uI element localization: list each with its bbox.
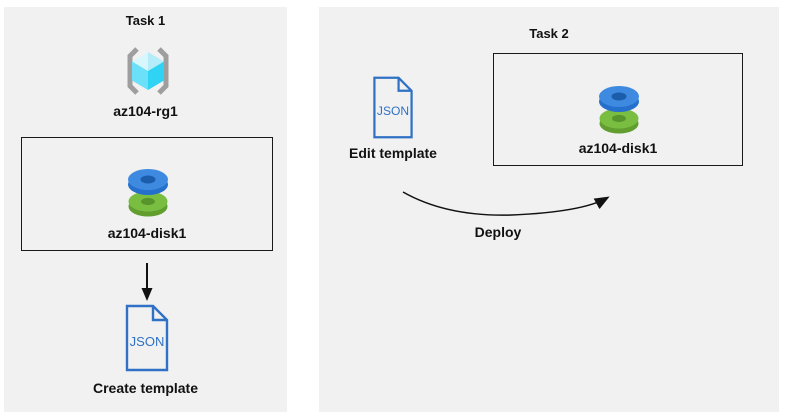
- edit-template-label: Edit template: [349, 145, 437, 161]
- managed-disk-icon: [596, 85, 642, 135]
- create-template-label: Create template: [92, 380, 199, 396]
- resource-group-icon: [120, 46, 176, 96]
- deploy-label: Deploy: [474, 224, 522, 240]
- json-file-icon: JSON: [122, 303, 172, 373]
- task1-title: Task 1: [125, 13, 166, 28]
- json-file-text: JSON: [377, 104, 409, 118]
- json-file-icon: JSON: [369, 75, 417, 140]
- task2-disk-box: az104-disk1: [493, 53, 743, 166]
- task1-panel: Task 1 az104-rg1: [4, 7, 287, 412]
- down-arrow-icon: [139, 259, 155, 303]
- managed-disk-icon: [125, 168, 171, 218]
- task1-disk-box: az104-disk1: [21, 137, 273, 251]
- json-file-text: JSON: [130, 334, 165, 349]
- deploy-arrow-icon: [397, 183, 621, 225]
- resource-group-label: az104-rg1: [113, 103, 178, 119]
- task2-panel: Task 2 JSON Edit template: [319, 7, 779, 412]
- disk-label: az104-disk1: [578, 140, 658, 156]
- task2-title: Task 2: [529, 26, 569, 41]
- disk-label: az104-disk1: [107, 225, 187, 241]
